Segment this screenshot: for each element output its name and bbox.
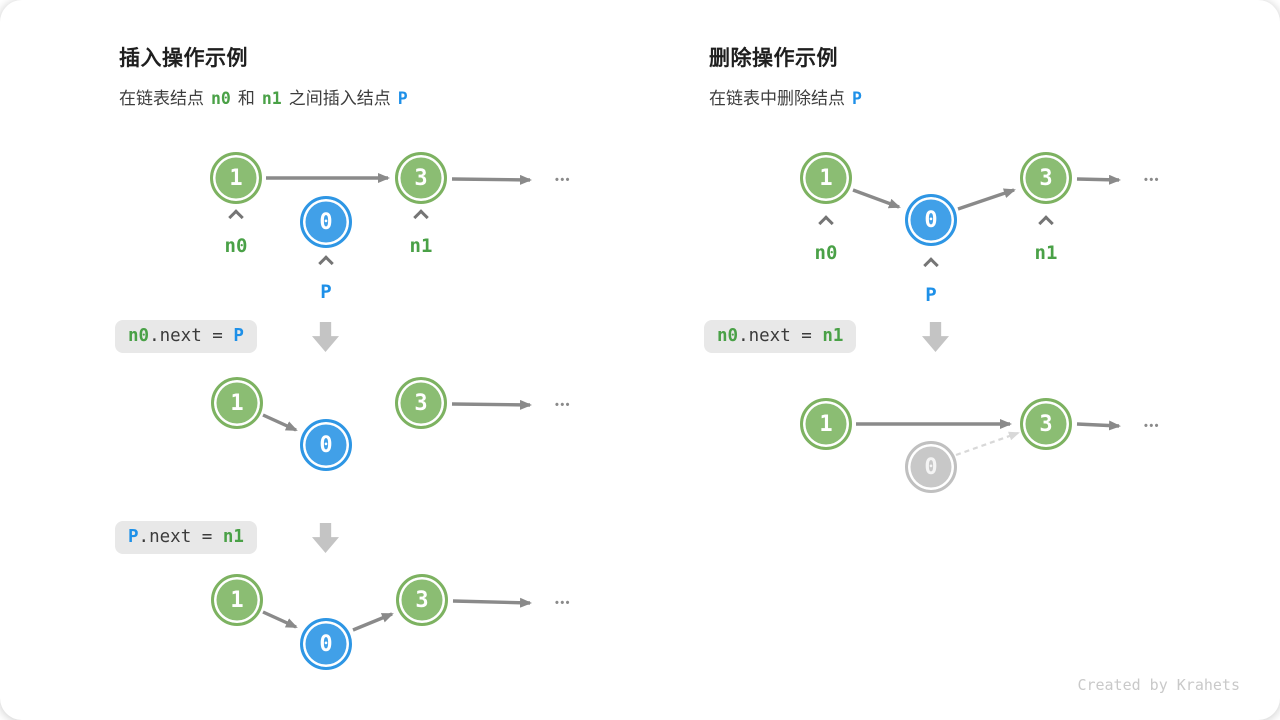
node-value: 0 [924, 207, 938, 233]
subtitle-text: 在链表结点 [119, 89, 204, 108]
token-p: P [397, 89, 408, 108]
caret-up-icon [818, 215, 834, 231]
node-3: 3 [396, 574, 448, 626]
node-0: 0 [300, 419, 352, 471]
code-var: P [233, 326, 244, 346]
node-0: 0 [300, 618, 352, 670]
node-0-removed: 0 [905, 441, 957, 493]
node-value: 1 [819, 411, 833, 437]
arrow-3-to-ellipsis [452, 597, 532, 608]
node-1: 1 [211, 377, 263, 429]
node-1: 1 [800, 152, 852, 204]
code-var: n1 [222, 527, 244, 547]
label-p: P [925, 284, 937, 306]
caret-up-icon [923, 257, 939, 273]
caret-up-icon [318, 255, 334, 271]
arrow-0-to-3 [957, 188, 1016, 211]
node-1: 1 [210, 152, 262, 204]
code-var: n1 [822, 326, 844, 346]
arrow-3-to-ellipsis [1076, 420, 1121, 431]
label-n0: n0 [814, 242, 838, 264]
arrow-0-to-3 [352, 612, 394, 632]
node-value: 3 [414, 390, 428, 416]
ellipsis: ••• [554, 399, 572, 411]
code-text: .next = [138, 527, 223, 547]
node-value: 1 [230, 587, 244, 613]
subtitle-text: 在链表中删除结点 [709, 89, 845, 108]
code-label-insert-step1: n0.next = P [115, 320, 257, 353]
down-arrow-icon [922, 322, 949, 352]
token-n1: n1 [261, 89, 282, 108]
caret-up-icon [413, 209, 429, 225]
node-value: 3 [414, 165, 428, 191]
delete-panel-subtitle: 在链表中删除结点 P [709, 84, 869, 109]
credit-text: Created by Krahets [1077, 676, 1240, 694]
token-n0: n0 [211, 89, 231, 108]
code-var: n0 [128, 326, 150, 346]
node-1: 1 [800, 398, 852, 450]
code-label-insert-step2: P.next = n1 [115, 521, 257, 554]
node-value: 1 [819, 165, 833, 191]
code-text: .next = [149, 326, 234, 346]
node-value: 0 [319, 631, 333, 657]
label-n0: n0 [224, 235, 248, 257]
insert-panel-subtitle: 在链表结点 n0 和 n1 之间插入结点 P [119, 84, 415, 109]
insert-panel-title: 插入操作示例 [119, 47, 248, 70]
subtitle-text: 之间插入结点 [288, 89, 391, 108]
ellipsis: ••• [554, 174, 572, 186]
node-0: 0 [300, 196, 352, 248]
node-3: 3 [1020, 152, 1072, 204]
node-value: 3 [1039, 411, 1053, 437]
ellipsis: ••• [1143, 174, 1161, 186]
down-arrow-icon [312, 523, 339, 553]
down-arrow-icon [312, 322, 339, 352]
caret-up-icon [1038, 215, 1054, 231]
arrow-3-to-ellipsis [1076, 174, 1121, 185]
node-value: 3 [1039, 165, 1053, 191]
code-text: .next = [738, 326, 823, 346]
subtitle-text: 和 [237, 89, 255, 108]
node-3: 3 [395, 152, 447, 204]
label-n1: n1 [1034, 242, 1058, 264]
arrow-3-to-ellipsis [451, 174, 532, 185]
label-n1: n1 [409, 235, 433, 257]
node-3: 3 [395, 377, 447, 429]
node-value: 0 [924, 454, 938, 480]
token-p: P [852, 89, 862, 108]
node-1: 1 [211, 574, 263, 626]
node-value: 1 [230, 390, 244, 416]
ellipsis: ••• [1143, 420, 1161, 432]
ellipsis: ••• [554, 597, 572, 609]
node-value: 1 [229, 165, 243, 191]
label-p: P [320, 281, 332, 303]
node-value: 0 [319, 209, 333, 235]
code-var: P [128, 527, 139, 547]
arrow-1-to-0 [262, 413, 298, 432]
arrow-3-to-ellipsis [451, 399, 532, 410]
code-label-delete-step1: n0.next = n1 [704, 320, 857, 353]
arrow-1-to-0 [852, 188, 901, 209]
code-var: n0 [717, 326, 739, 346]
node-3: 3 [1020, 398, 1072, 450]
arrow-0-to-3-dashed [955, 431, 1020, 457]
caret-up-icon [228, 209, 244, 225]
node-value: 0 [319, 432, 333, 458]
node-value: 3 [415, 587, 429, 613]
node-0: 0 [905, 194, 957, 246]
arrow-1-to-0 [262, 610, 298, 629]
delete-panel-title: 删除操作示例 [709, 47, 838, 70]
